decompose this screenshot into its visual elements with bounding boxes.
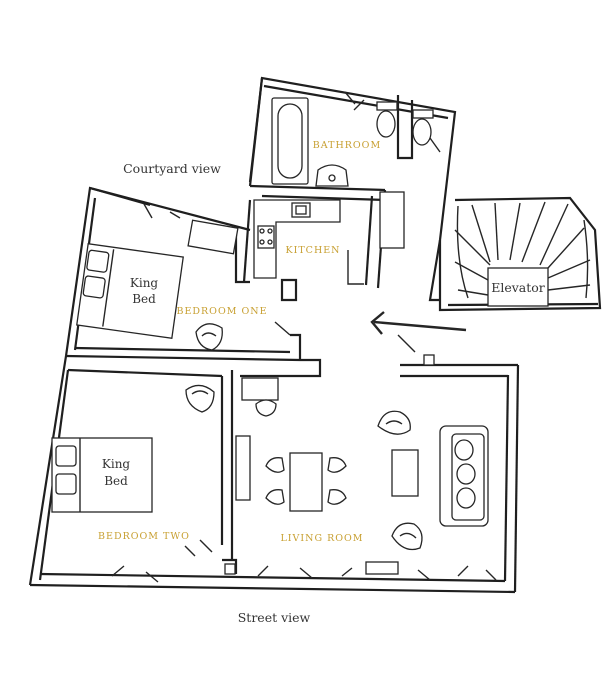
kitchen-unit bbox=[347, 191, 405, 285]
elevator-label: Elevator bbox=[491, 280, 545, 295]
coffee-table bbox=[391, 449, 419, 497]
toilet-icon bbox=[376, 101, 398, 138]
kitchen-counter bbox=[253, 199, 341, 279]
outer-walls bbox=[28, 76, 602, 594]
bed-one: King Bed bbox=[76, 242, 184, 340]
sofa-icon bbox=[439, 425, 489, 527]
toilet-icon bbox=[412, 109, 434, 146]
armchair-icon bbox=[377, 410, 411, 435]
sink-icon bbox=[315, 164, 349, 187]
sideboard bbox=[235, 435, 251, 501]
interior-walls bbox=[65, 95, 442, 574]
kitchen-label: KITCHEN bbox=[286, 245, 341, 256]
bathtub-icon bbox=[271, 97, 309, 185]
bedroom-one-label: BEDROOM ONE bbox=[176, 306, 267, 317]
tv-unit bbox=[365, 561, 399, 575]
armchair-icon bbox=[185, 384, 215, 413]
stool bbox=[255, 399, 277, 417]
stove-icon bbox=[257, 225, 275, 249]
bed-two-label-line1: King bbox=[102, 457, 131, 471]
staircase-icon bbox=[454, 201, 591, 299]
dining-table bbox=[265, 452, 347, 512]
armchair-icon bbox=[391, 522, 423, 551]
bed-one-label-line2: Bed bbox=[132, 292, 156, 306]
elevator: Elevator bbox=[487, 267, 549, 307]
bed-one-label-line1: King bbox=[130, 276, 159, 290]
bed-two-label-line2: Bed bbox=[104, 474, 128, 488]
console-table bbox=[241, 377, 279, 401]
entrance-arrow-icon bbox=[370, 311, 467, 335]
street-view-label: Street view bbox=[238, 610, 311, 625]
bed-two: King Bed bbox=[51, 437, 153, 513]
bedroom-two-label: BEDROOM TWO bbox=[98, 531, 190, 542]
bedroom-one-dresser bbox=[187, 219, 239, 255]
living-room-label: LIVING ROOM bbox=[280, 533, 363, 544]
bathroom-label: BATHROOM bbox=[313, 140, 381, 151]
door-swings bbox=[111, 91, 497, 583]
courtyard-view-label: Courtyard view bbox=[123, 161, 221, 176]
armchair-icon bbox=[195, 323, 223, 351]
